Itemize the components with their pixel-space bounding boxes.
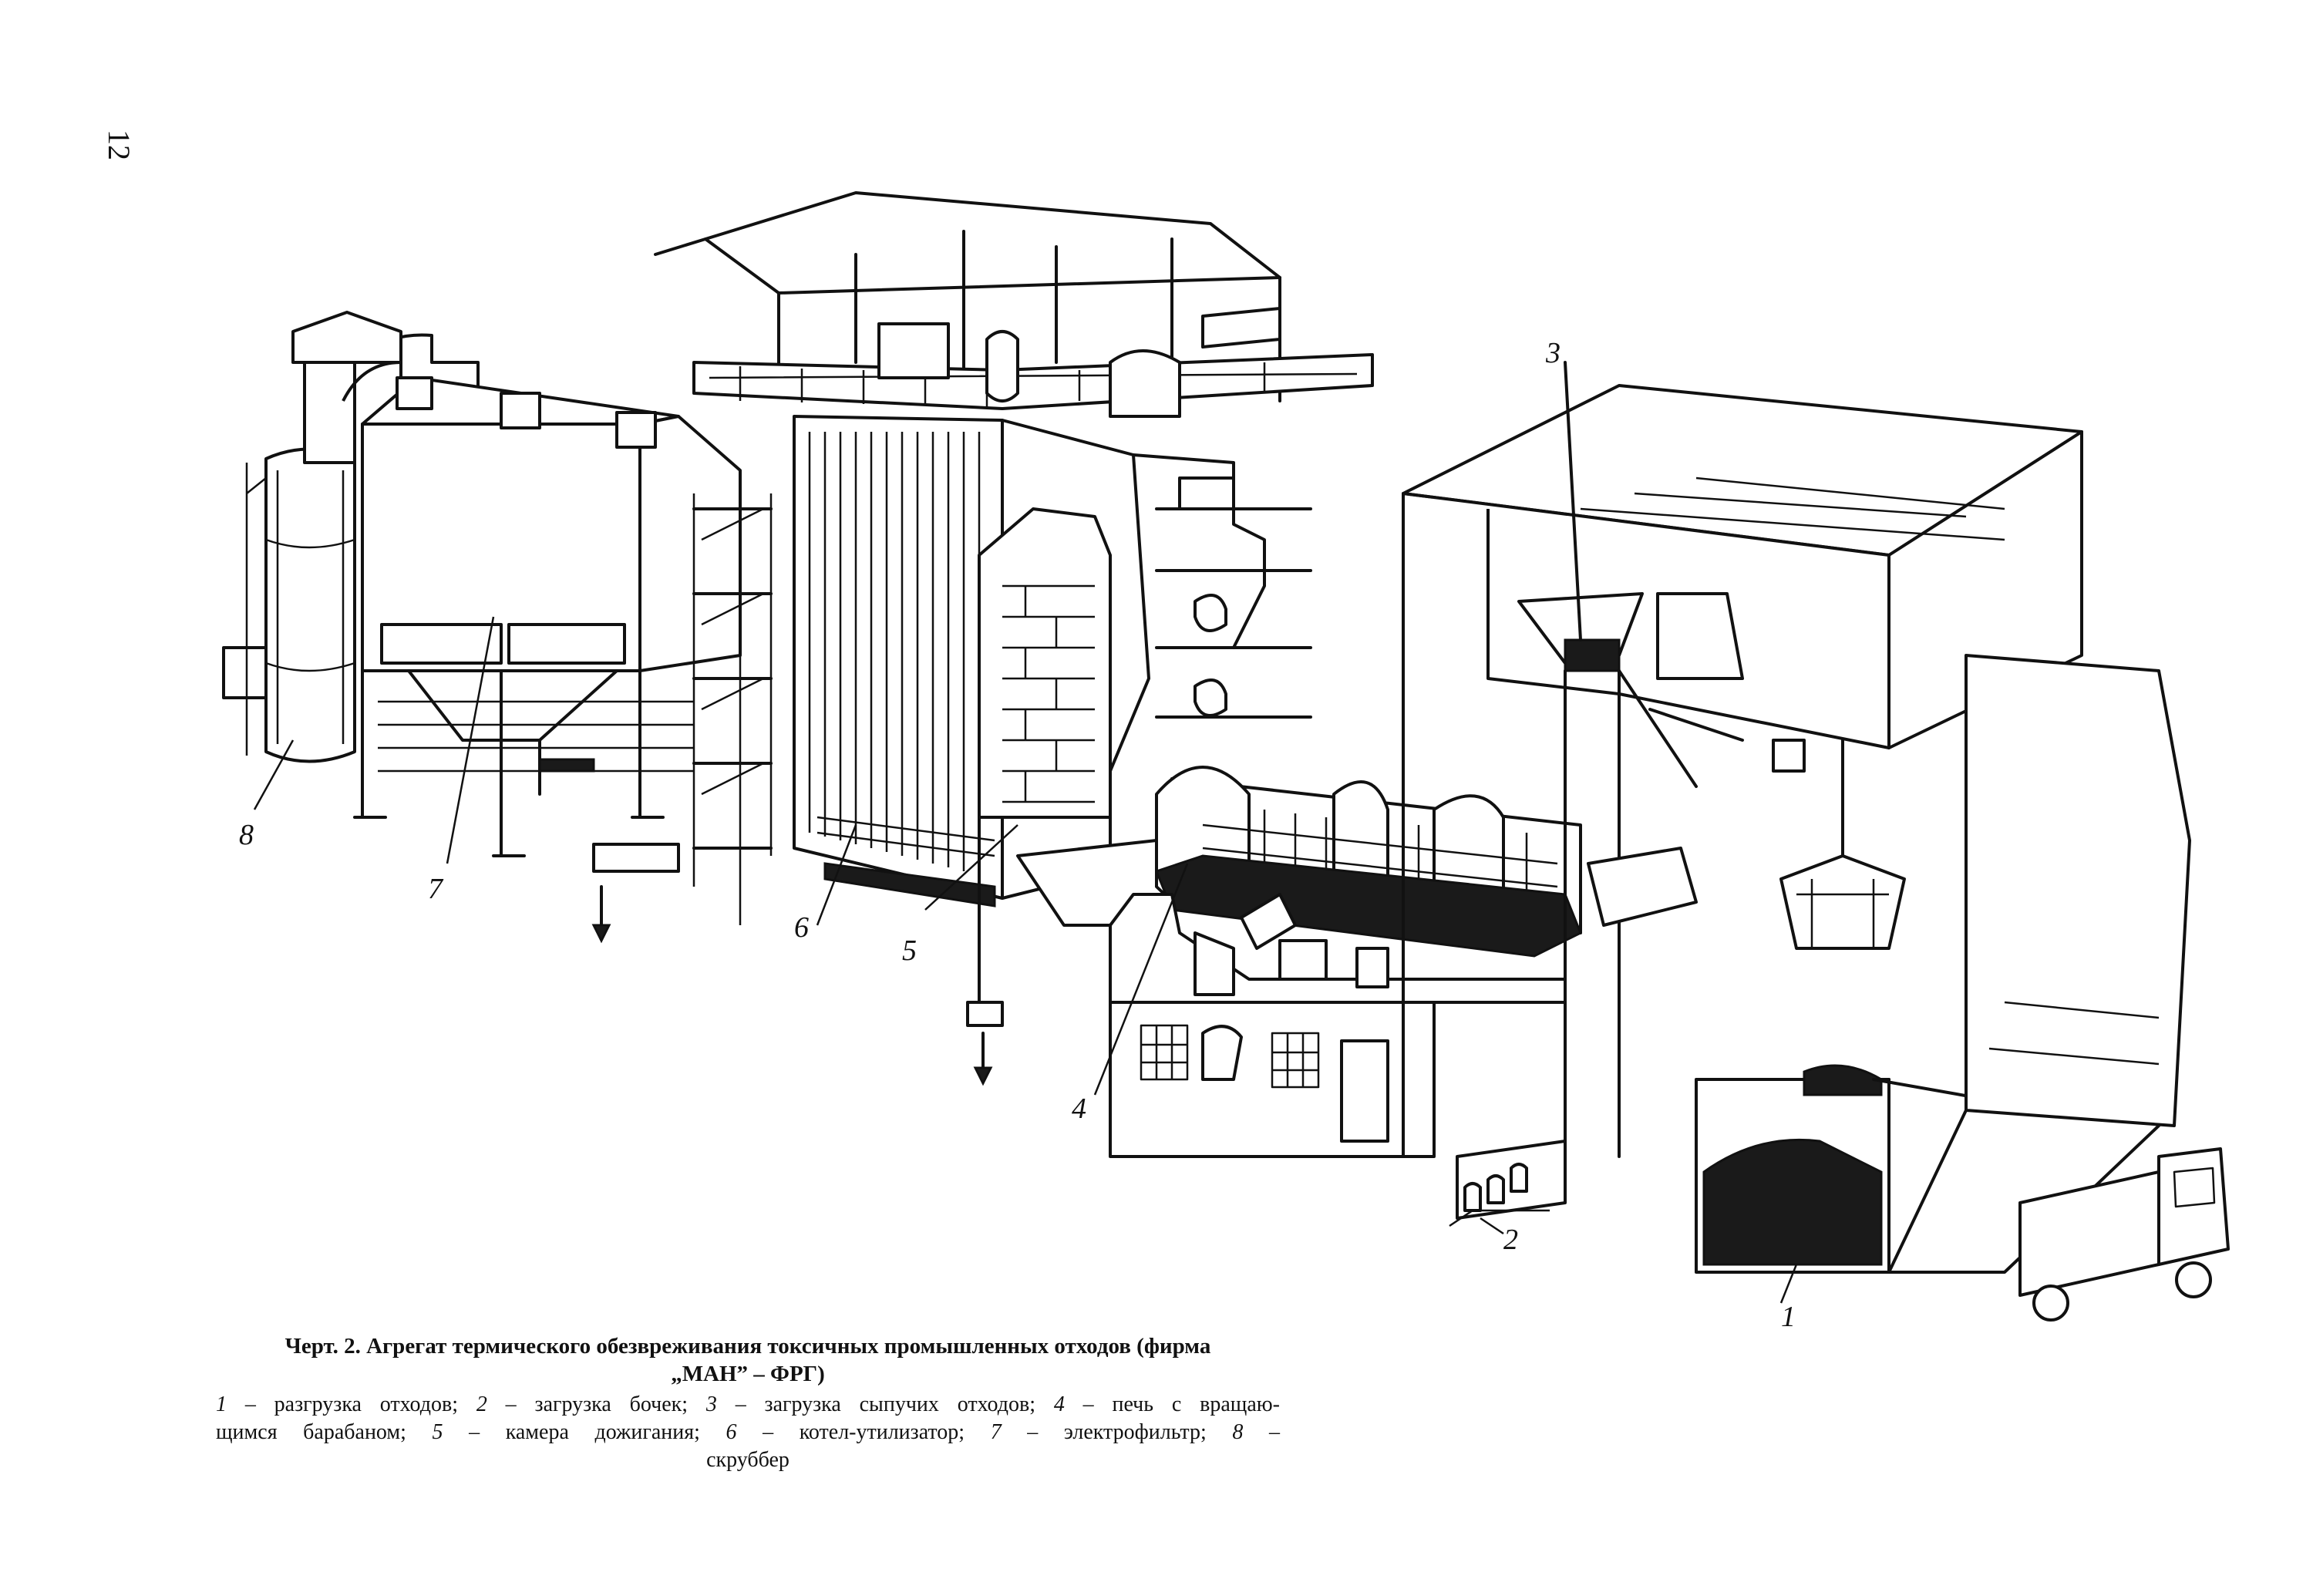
legend-text-8: – (1243, 1420, 1280, 1444)
legend-text-3: – загрузка сыпучих отходов; (716, 1392, 1054, 1416)
callout-7: 7 (428, 873, 444, 905)
caption-title: Черт. 2. Агрегат термического обезврежив… (216, 1332, 1280, 1388)
stair-tower (692, 493, 773, 925)
unloading-hall (1887, 654, 2191, 1274)
legend-number-5: 5 (432, 1420, 443, 1444)
callout-5: 5 (902, 934, 917, 967)
scrubber (222, 311, 480, 763)
legend-row-2: щимся барабаном; 5 – камера дожигания; 6… (216, 1419, 1280, 1446)
callout-leaders (253, 365, 1798, 1304)
electrostatic-filter (353, 376, 742, 944)
legend-number-8: 8 (1232, 1420, 1244, 1444)
legend-number-1: 1 (216, 1392, 227, 1416)
legend-row-3: скруббер (216, 1446, 1280, 1474)
caption-legend: 1 – разгрузка отходов; 2 – загрузка боче… (216, 1391, 1280, 1474)
callout-3: 3 (1545, 337, 1561, 369)
caption-title-line-1: Черт. 2. Агрегат термического обезврежив… (284, 1334, 1211, 1359)
legend-text-5: – камера дожигания; (443, 1420, 726, 1444)
callout-8: 8 (239, 819, 254, 851)
figure-caption: Черт. 2. Агрегат термического обезврежив… (216, 1332, 1280, 1474)
rotary-kiln (1016, 766, 1582, 1004)
legend-text-8-cont: скруббер (706, 1448, 790, 1472)
legend-text-4: – печь с вращаю- (1064, 1392, 1281, 1416)
legend-number-3: 3 (705, 1392, 717, 1416)
caption-title-line-2: „МАН” – ФРГ) (671, 1362, 825, 1386)
callout-4: 4 (1072, 1093, 1086, 1125)
truck (2018, 1147, 2230, 1322)
legend-text-2: – загрузка бочек; (487, 1392, 706, 1416)
callout-1: 1 (1781, 1301, 1796, 1333)
legend-text-1: – разгрузка отходов; (227, 1392, 476, 1416)
legend-text-6: – котел-утилизатор; (736, 1420, 991, 1444)
roof-structure (654, 191, 1374, 418)
afterburner-chamber (966, 419, 1312, 1086)
legend-number-7: 7 (990, 1420, 1002, 1444)
basement (1109, 893, 1436, 1158)
legend-number-4: 4 (1053, 1392, 1065, 1416)
drum-feed (1449, 1140, 1567, 1227)
crane-grab (1779, 739, 1906, 950)
legend-number-6: 6 (726, 1420, 737, 1444)
waste-heat-boiler (793, 415, 1004, 907)
legend-row-1: 1 – разгрузка отходов; 2 – загрузка боче… (216, 1391, 1280, 1419)
legend-text-7: – электрофильтр; (1001, 1420, 1233, 1444)
callout-6: 6 (794, 911, 809, 944)
waste-pit (1695, 1064, 2006, 1274)
legend-text-4-cont: щимся барабаном; (216, 1420, 433, 1444)
legend-number-2: 2 (476, 1392, 487, 1416)
callout-2: 2 (1503, 1224, 1518, 1256)
